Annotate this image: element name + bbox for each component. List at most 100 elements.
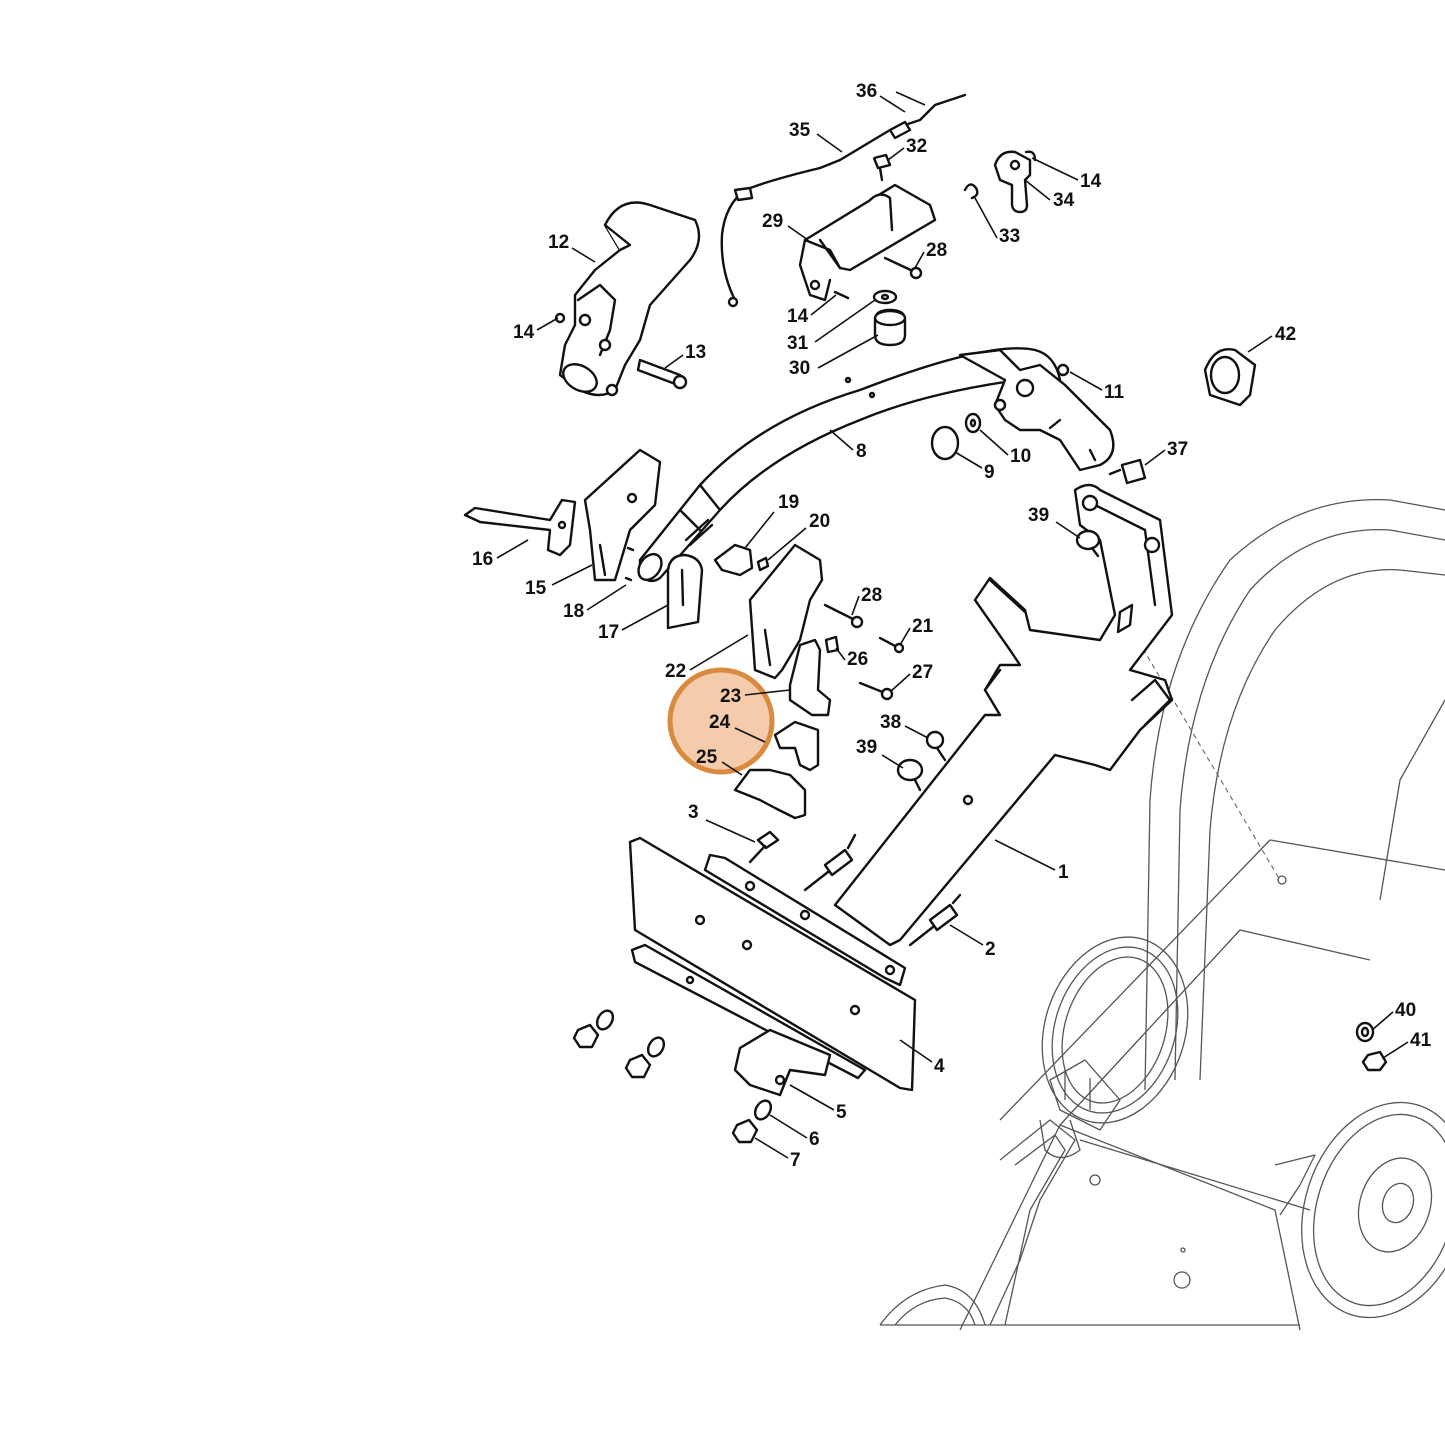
handle-mounting-plate [833,483,1174,947]
leader-line-p24-25 [734,727,766,743]
leader-line-p2-1 [949,924,984,946]
screw-32 [872,153,892,182]
leader-line-p16-17 [496,539,529,559]
callout-1: 1 [1058,862,1069,883]
callout-20: 20 [809,511,830,532]
leader-line-p39a-42 [1055,521,1081,539]
base-plate-4 [628,836,917,1092]
leader-line-p14a-13 [536,317,559,331]
callout-15: 15 [525,578,547,599]
callout-32: 32 [906,136,927,157]
screw-21 [878,636,905,654]
switch-bracket [958,348,1115,472]
screw-28-lower [823,603,864,629]
leader-line-p42-46 [1247,335,1273,353]
stud-2a [803,833,857,892]
leader-line-p9-8 [954,451,983,469]
callout-8: 8 [856,441,867,462]
leader-line-p28b-30 [851,595,860,616]
callout-42: 42 [1275,324,1296,345]
knob-39-upper [1075,529,1101,558]
leader-line-p7-6 [754,1137,789,1159]
callout-22: 22 [665,661,686,682]
leader-line-p33-35 [974,197,998,239]
callout-33: 33 [999,226,1020,247]
spacer-30 [873,308,907,347]
nut-41 [1361,1050,1388,1072]
callout-36: 36 [856,81,877,102]
callout-29: 29 [762,211,783,232]
screw-38 [925,730,947,762]
clamp-strip-5 [630,943,867,1097]
callout-31: 31 [787,333,809,354]
leader-line-p17-18 [621,604,669,631]
callout-11: 11 [1104,382,1125,403]
callout-14b: 14 [787,306,809,327]
callout-21: 21 [912,616,934,637]
spacer-9 [930,425,960,461]
leader-line-p11-10 [1069,371,1103,391]
bracket-23 [788,638,832,717]
callout-40: 40 [1395,1000,1416,1021]
pin-13 [636,358,688,390]
stud-2b [908,893,962,947]
leader-line-p36-39 [895,91,926,106]
spring-33 [963,183,979,200]
leader-line-p4-3 [899,1039,933,1063]
leader-line-p14b-14 [810,294,837,316]
callout-38: 38 [880,712,901,733]
leader-line-p36-38 [879,95,906,113]
callout-24: 24 [709,712,731,733]
callout-5: 5 [836,1102,847,1123]
pin-18 [624,546,635,582]
leader-line-p23-24 [744,689,791,696]
callout-23: 23 [720,686,741,707]
leader-line-p19-20 [744,511,775,549]
leader-line-p31-33 [814,299,876,343]
callout-39a: 39 [1028,505,1049,526]
leader-line-p5-4 [789,1084,835,1111]
guide-17 [666,553,704,630]
handle-tube [637,347,1062,583]
switch-42 [1203,348,1257,407]
leader-line-p21-22 [899,627,911,646]
clamp-19 [713,543,754,577]
callout-26: 26 [847,649,868,670]
callout-10: 10 [1010,446,1031,467]
leader-line-p30-32 [817,334,879,369]
leader-line-p35-37 [816,133,843,153]
callout-14c: 14 [1080,171,1102,192]
screw-27 [858,681,894,701]
screw-11 [1056,363,1070,377]
leader-line-p15-16 [551,564,593,586]
callout-28b: 28 [861,585,882,606]
callout-19: 19 [778,492,799,513]
leader-line-p32-34 [887,147,905,161]
callout-12: 12 [548,232,569,253]
callout-13: 13 [685,342,706,363]
callout-28a: 28 [926,240,947,261]
callout-3: 3 [688,802,699,823]
screw-26 [824,635,840,654]
leader-line-p1-0 [994,839,1056,871]
callout-39b: 39 [856,737,877,758]
leader-line-p34-36 [1024,179,1051,201]
leader-line-p12-11 [571,247,596,263]
lever-housing [558,201,701,397]
clip-25 [733,768,807,820]
leader-line-p13-12 [664,354,684,369]
callout-17: 17 [598,622,619,643]
callout-27: 27 [912,662,933,683]
nut-7 [731,1118,759,1144]
washer-10 [964,412,982,434]
leader-line-p20-21 [767,527,807,561]
clip-14b [833,290,850,300]
callout-labels: 1 2 3 4 5 6 7 8 9 10 11 12 13 14 14 14 1… [472,81,1432,1171]
knob-34 [993,150,1032,214]
callout-14a: 14 [513,322,535,343]
bracket-22 [748,543,824,680]
clip-24 [773,720,820,772]
leader-line-p26-27 [835,647,846,661]
callout-16: 16 [472,549,493,570]
